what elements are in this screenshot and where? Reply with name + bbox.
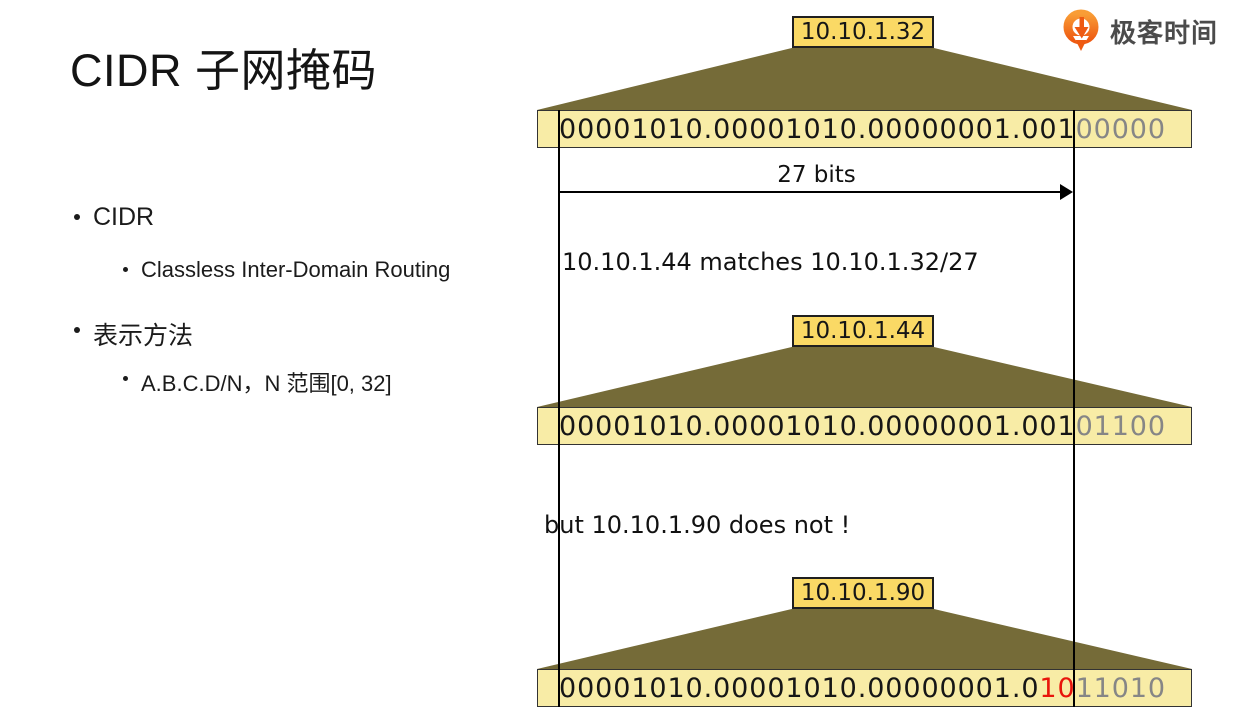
mismatch-annotation: but 10.10.1.90 does not ! xyxy=(544,511,851,539)
bullet-cidr-definition: Classless Inter-Domain Routing xyxy=(123,257,450,283)
host-bits: 00000 xyxy=(1075,113,1166,145)
ip-label: 10.10.1.32 xyxy=(792,16,934,48)
prefix-bits: 00001010.00001010.00000001.0 xyxy=(559,672,1040,704)
bullet-notation-format: A.B.C.D/N，N 范围[0, 32] xyxy=(123,366,392,398)
bullet-icon xyxy=(74,327,80,333)
bullet-notation: 表示方法 xyxy=(74,316,193,352)
ip-label: 10.10.1.90 xyxy=(792,577,934,609)
bullet-label: 表示方法 xyxy=(93,322,194,350)
page-title: CIDR 子网掩码 xyxy=(70,45,377,96)
subnet-trapezoid xyxy=(537,347,1192,407)
brand-name: 极客时间 xyxy=(1110,17,1219,48)
ip-label: 10.10.1.44 xyxy=(792,315,934,347)
host-bits: 11010 xyxy=(1075,672,1166,704)
prefix-boundary-line-right xyxy=(1073,110,1075,707)
bullet-label: A.B.C.D/N，N 范围[0, 32] xyxy=(141,371,392,396)
bullet-icon xyxy=(123,267,128,272)
match-annotation: 10.10.1.44 matches 10.10.1.32/27 xyxy=(562,248,979,276)
diff-bits: 10 xyxy=(1039,672,1076,704)
prefix-boundary-line-left xyxy=(558,110,560,707)
subnet-trapezoid xyxy=(537,48,1192,110)
prefix-arrow-line xyxy=(560,191,1061,193)
bullet-label: CIDR xyxy=(93,203,155,231)
prefix-arrow-head-icon xyxy=(1060,184,1073,200)
geektime-logo-icon xyxy=(1063,9,1099,51)
bullet-cidr: CIDR xyxy=(74,203,154,232)
host-bits: 01100 xyxy=(1075,410,1166,442)
prefix-bits: 00001010.00001010.00000001.001 xyxy=(559,410,1076,442)
prefix-length-label: 27 bits xyxy=(777,162,856,188)
prefix-bits: 00001010.00001010.00000001.001 xyxy=(559,113,1076,145)
subnet-trapezoid xyxy=(537,609,1192,669)
brand-logo: 极客时间 xyxy=(1061,8,1218,54)
bullet-label: Classless Inter-Domain Routing xyxy=(141,257,451,282)
bullet-icon xyxy=(74,214,80,220)
bullet-icon xyxy=(123,376,128,381)
